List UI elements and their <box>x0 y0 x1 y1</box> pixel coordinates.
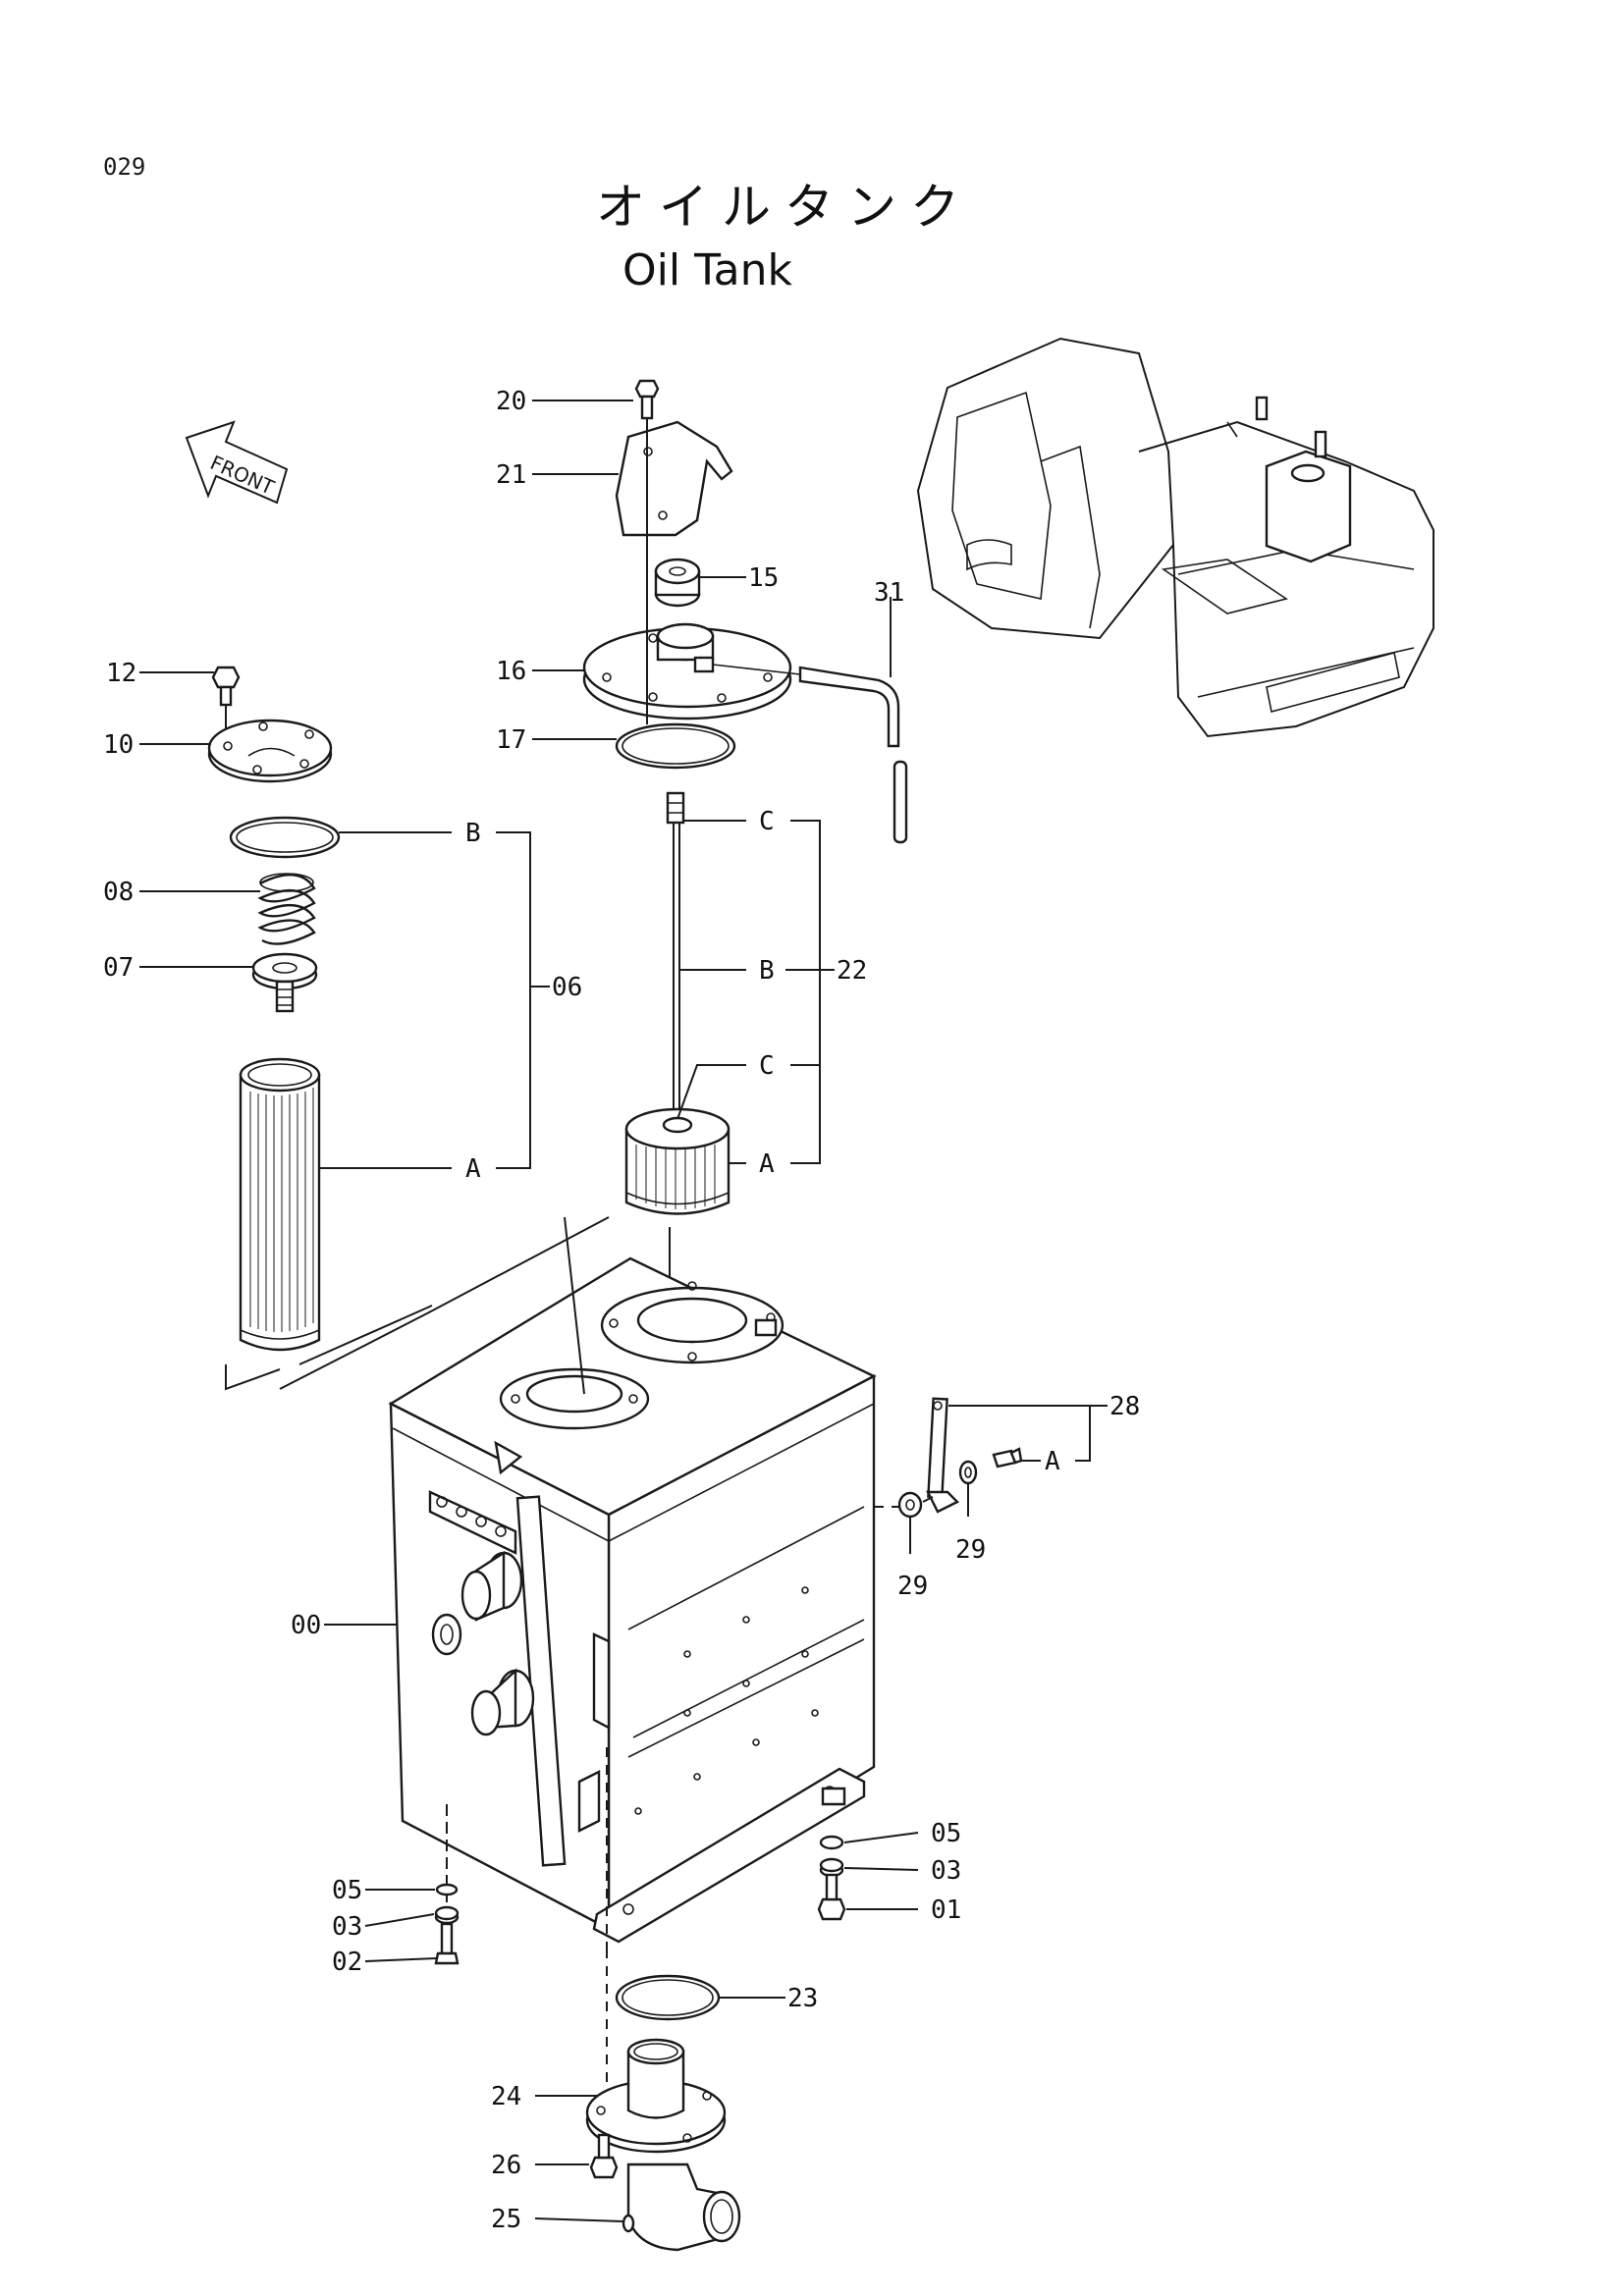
title-english: Oil Tank <box>622 245 793 295</box>
part-cover-21 <box>615 420 733 537</box>
part-washer-25 <box>622 2214 635 2233</box>
letter-22-C-top: C <box>759 807 775 836</box>
callout-15: 15 <box>748 563 779 593</box>
callout-01: 01 <box>931 1896 961 1925</box>
part-bolt-01 <box>817 1873 846 1921</box>
machine-location-sketch <box>916 337 1434 738</box>
callout-10: 10 <box>103 730 134 760</box>
callout-08: 08 <box>103 878 134 907</box>
part-bolt-20 <box>634 379 660 420</box>
part-washer-29-right <box>958 1460 978 1485</box>
callout-05-left: 05 <box>332 1876 362 1905</box>
letter-22-C-bottom: C <box>759 1051 775 1081</box>
part-valve-07 <box>251 952 318 1013</box>
callout-labels: 20 21 15 31 16 17 12 10 08 07 06 22 28 2… <box>103 387 1140 2234</box>
part-washer-29-left <box>897 1491 923 1519</box>
part-washer-05-right <box>819 1835 844 1850</box>
part-oring-23 <box>615 1974 721 2021</box>
subpart-letters: B A C B C A A <box>465 807 1060 1476</box>
callout-07: 07 <box>103 953 134 983</box>
part-spring-08 <box>257 873 316 945</box>
callout-28: 28 <box>1109 1392 1140 1421</box>
callout-31: 31 <box>874 578 904 608</box>
part-bolt-02 <box>434 1922 460 1965</box>
page-number: 029 <box>103 153 145 181</box>
callout-29-right: 29 <box>955 1535 986 1565</box>
part-gasket-17 <box>615 722 736 770</box>
callout-06: 06 <box>552 973 582 1002</box>
callout-23: 23 <box>787 1984 818 2013</box>
part-hose-31 <box>712 664 908 844</box>
callout-03-left: 03 <box>332 1912 362 1942</box>
letter-22-B: B <box>759 956 775 986</box>
callout-16: 16 <box>496 657 526 686</box>
callout-05-right: 05 <box>931 1819 961 1848</box>
callout-26: 26 <box>491 2151 521 2180</box>
part-oil-tank-00 <box>388 1256 877 1944</box>
letter-06-A: A <box>465 1154 481 1184</box>
callout-00: 00 <box>291 1611 321 1640</box>
part-washer-05-left <box>435 1883 459 1896</box>
letter-22-A: A <box>759 1149 775 1179</box>
part-washer-03-right <box>819 1857 844 1878</box>
callout-02: 02 <box>332 1948 362 1977</box>
front-arrow-icon: FRONT <box>185 420 289 505</box>
part-bracket-28 <box>926 1397 960 1514</box>
part-cover-10 <box>207 719 333 783</box>
title-japanese: オイルタンク <box>596 179 973 236</box>
part-suction-pipe-24 <box>585 2038 741 2252</box>
part-rod-22 <box>666 791 685 1114</box>
part-bolt-28A <box>992 1447 1023 1468</box>
callout-20: 20 <box>496 387 526 416</box>
leader-lines <box>139 400 1108 2222</box>
callout-12: 12 <box>106 659 136 688</box>
letter-06-B: B <box>465 819 481 848</box>
part-strainer-22A <box>624 1107 730 1215</box>
part-bolt-26 <box>589 2133 619 2179</box>
front-label: FRONT <box>207 451 279 500</box>
part-cap-15 <box>654 558 701 608</box>
callout-25: 25 <box>491 2205 521 2234</box>
callout-22: 22 <box>837 956 867 986</box>
part-oring-06B <box>229 816 341 859</box>
callout-24: 24 <box>491 2082 521 2111</box>
letter-28-A: A <box>1045 1447 1060 1476</box>
part-flange-16 <box>582 622 792 721</box>
callout-21: 21 <box>496 460 526 490</box>
callout-17: 17 <box>496 725 526 755</box>
part-element-06A <box>239 1057 321 1352</box>
part-washer-03-left <box>434 1905 460 1925</box>
part-bolt-12 <box>211 666 241 707</box>
callout-03-right: 03 <box>931 1856 961 1886</box>
callout-29-left: 29 <box>897 1572 928 1601</box>
